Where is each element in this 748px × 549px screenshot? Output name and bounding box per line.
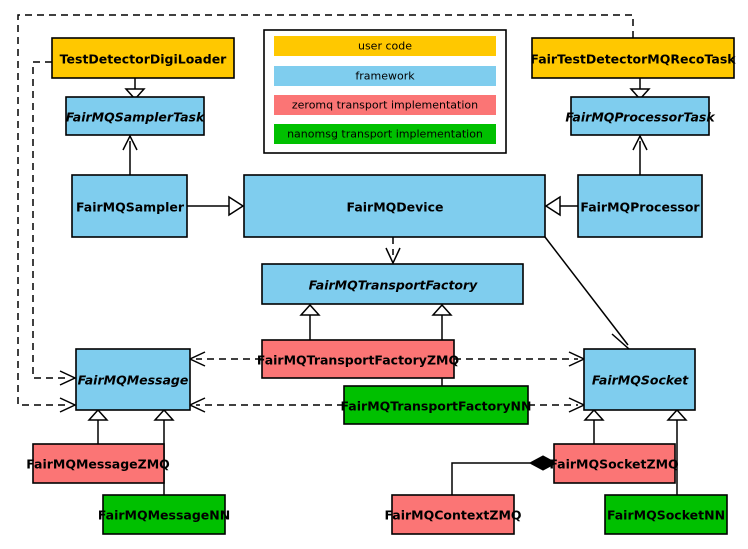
node-fairmqprocessortask[interactable]: FairMQProcessorTask [565,96,715,136]
arrowhead-device-to-transportfactory [385,247,401,265]
legend-item-nanomsg: nanomsg transport implementation [274,124,496,144]
arrowhead-sampler-to-samplertask [122,134,138,151]
node-label-fairmqcontextzmq: FairMQContextZMQ [384,508,521,523]
legend-swatch-nanomsg [274,124,496,144]
node-label-testdetectordigiloader: TestDetectorDigiLoader [60,52,228,67]
node-label-fairmqsampler: FairMQSampler [76,200,185,215]
node-fairmqmessagenn[interactable]: FairMQMessageNN [98,494,230,535]
arrowhead-tfnn-to-tf [431,303,453,316]
arrowhead-socketnn-to-socket [666,408,688,421]
node-fairmqmessage[interactable]: FairMQMessage [75,348,191,411]
node-label-fairtestdetectormqrecotask: FairTestDetectorMQRecoTask [530,52,736,67]
node-fairtestdetectormqrecotask[interactable]: FairTestDetectorMQRecoTask [530,37,736,79]
node-layer: TestDetectorDigiLoader FairTestDetectorM… [26,37,736,535]
legend-item-user-code: user code [274,36,496,56]
node-fairmqprocessor[interactable]: FairMQProcessor [577,174,703,238]
node-fairmqcontextzmq[interactable]: FairMQContextZMQ [384,494,522,535]
arrowhead-messagenn-to-message [153,408,175,421]
legend-label-nanomsg: nanomsg transport implementation [287,128,483,141]
node-fairmqtransportfactory[interactable]: FairMQTransportFactory [261,263,524,305]
arrowhead-processor-to-device [544,195,561,217]
edge-digiloader-to-message [32,61,69,379]
arrowhead-socketzmq-to-socket [583,408,605,421]
node-label-fairmqtransportfactory: FairMQTransportFactory [309,278,478,293]
arrowhead-tfzmq-to-tf [299,303,321,316]
legend-item-zeromq: zeromq transport implementation [274,95,496,115]
arrowhead-recotask-to-message [59,397,77,413]
node-label-fairmqsocketzmq: FairMQSocketZMQ [549,457,678,472]
node-label-fairmqsocketnn: FairMQSocketNN [607,508,725,523]
arrowhead-sampler-to-device [228,195,245,217]
node-fairmqsocketzmq[interactable]: FairMQSocketZMQ [549,443,679,484]
legend-label-user-code: user code [358,40,412,53]
node-testdetectordigiloader[interactable]: TestDetectorDigiLoader [51,37,235,79]
node-fairmqmessagezmq[interactable]: FairMQMessageZMQ [26,443,170,484]
legend-swatch-framework [274,66,496,86]
node-fairmqtransportfactoryzmq[interactable]: FairMQTransportFactoryZMQ [257,339,459,379]
legend-swatch-zeromq [274,95,496,115]
edge-recotask-to-message [17,14,634,406]
node-fairmqsocket[interactable]: FairMQSocket [583,348,696,411]
legend-label-zeromq: zeromq transport implementation [292,99,478,112]
edge-device-to-socket [544,236,629,346]
edge-contextzmq-to-socketzmq [451,462,530,495]
node-label-fairmqtransportfactoryzmq: FairMQTransportFactoryZMQ [257,353,459,368]
arrowhead-recotask-to-processortask [629,88,651,101]
node-fairmqtransportfactorynn[interactable]: FairMQTransportFactoryNN [341,385,532,425]
arrowhead-digiloader-to-samplertask [124,88,146,101]
legend-item-framework: framework [274,66,496,86]
node-label-fairmqdevice: FairMQDevice [347,200,444,215]
arrowhead-messagezmq-to-message [87,408,109,421]
legend-swatch-user-code [274,36,496,56]
legend-label-framework: framework [355,70,415,83]
node-fairmqsocketnn[interactable]: FairMQSocketNN [604,494,728,535]
node-label-fairmqsocket: FairMQSocket [592,373,689,388]
node-label-fairmqmessagezmq: FairMQMessageZMQ [26,457,170,472]
node-label-fairmqprocessor: FairMQProcessor [580,200,700,215]
node-label-fairmqprocessortask: FairMQProcessorTask [565,110,715,125]
node-label-fairmqtransportfactorynn: FairMQTransportFactoryNN [341,399,532,414]
node-fairmqsampler[interactable]: FairMQSampler [71,174,188,238]
node-label-fairmqmessagenn: FairMQMessageNN [98,508,230,523]
node-fairmqsamplertask[interactable]: FairMQSamplerTask [65,96,205,136]
arrowhead-processor-to-processortask [632,134,648,151]
arrowhead-digiloader-to-message [59,370,77,386]
node-label-fairmqsamplertask: FairMQSamplerTask [66,110,205,125]
legend: user code framework zeromq transport imp… [263,29,507,154]
node-fairmqdevice[interactable]: FairMQDevice [243,174,546,238]
node-label-fairmqmessage: FairMQMessage [78,373,189,388]
